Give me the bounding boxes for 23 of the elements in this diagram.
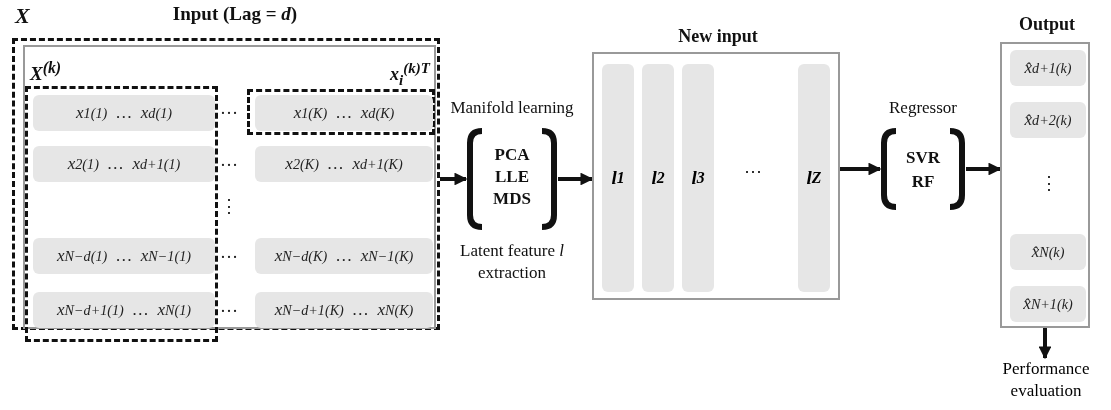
method-caption: Latent feature l extraction: [459, 240, 565, 284]
arrow: [440, 172, 468, 186]
ellipsis: ⋮: [1040, 172, 1058, 194]
ellipsis: ⋯: [744, 160, 762, 182]
arrow: [1038, 328, 1052, 360]
method-heading: Regressor: [888, 98, 958, 118]
arrow: [966, 162, 1002, 176]
matrix-label: X$^{(k)}$: [30, 59, 62, 86]
caption-text: Performance evaluation: [990, 358, 1102, 406]
ellipsis: …: [220, 296, 238, 317]
ellipsis: …: [220, 98, 238, 119]
method-list: PCA LLE MDS: [488, 144, 536, 210]
ellipsis: …: [220, 242, 238, 263]
method-list: SVR RF: [900, 146, 946, 194]
arrow: [840, 162, 882, 176]
panel-heading: New input: [677, 26, 759, 47]
ellipsis: …: [220, 150, 238, 171]
method-heading: Manifold learning: [449, 98, 575, 118]
section-heading: Input (Lag = d): [171, 3, 299, 25]
panel-heading: Output: [1018, 14, 1076, 35]
ellipsis: ⋮: [220, 195, 238, 217]
matrix-label: X: [15, 3, 30, 29]
arrow: [558, 172, 594, 186]
